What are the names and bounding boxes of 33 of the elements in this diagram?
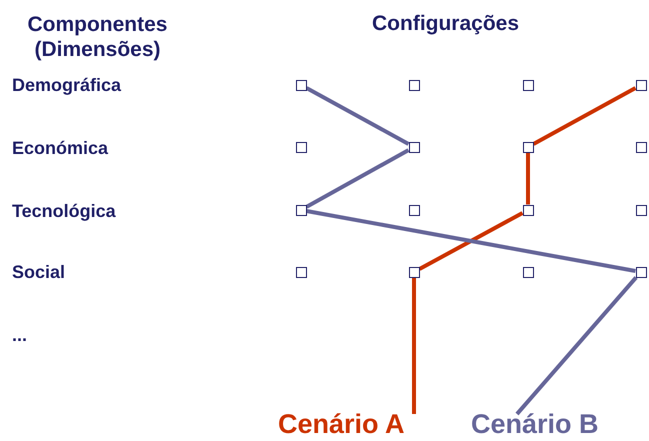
row-label: Tecnológica [12,201,116,222]
checkbox-square [522,204,534,216]
scenario-label: Cenário A [278,410,405,440]
connector-line [306,86,410,146]
checkbox-square [636,204,646,216]
connector-line [306,209,636,273]
checkbox-square [296,266,306,278]
row-label: ... [12,325,28,346]
checkbox-square [296,204,306,216]
column-heading: Componentes (Dimensões) [26,12,168,62]
checkbox-square [636,266,646,278]
connector-line [526,152,530,204]
checkbox-square [296,142,306,152]
column-heading: Configurações [372,12,520,36]
checkbox-square [522,266,534,278]
row-label: Social [12,262,66,283]
checkbox-square [408,142,420,152]
row-label: Demográfica [12,75,122,96]
checkbox-square [408,266,420,278]
row-label: Económica [12,138,108,159]
connector-line [306,148,410,209]
checkbox-square [408,80,420,90]
connector-line [412,278,416,414]
checkbox-square [296,80,306,90]
connector-line [516,276,638,416]
checkbox-square [408,204,420,216]
checkbox-square [636,142,646,152]
connector-line [532,86,636,146]
connector-line [418,211,524,271]
checkbox-square [522,142,534,152]
checkbox-square [636,80,646,90]
scenario-label: Cenário B [471,410,599,440]
checkbox-square [522,80,534,90]
